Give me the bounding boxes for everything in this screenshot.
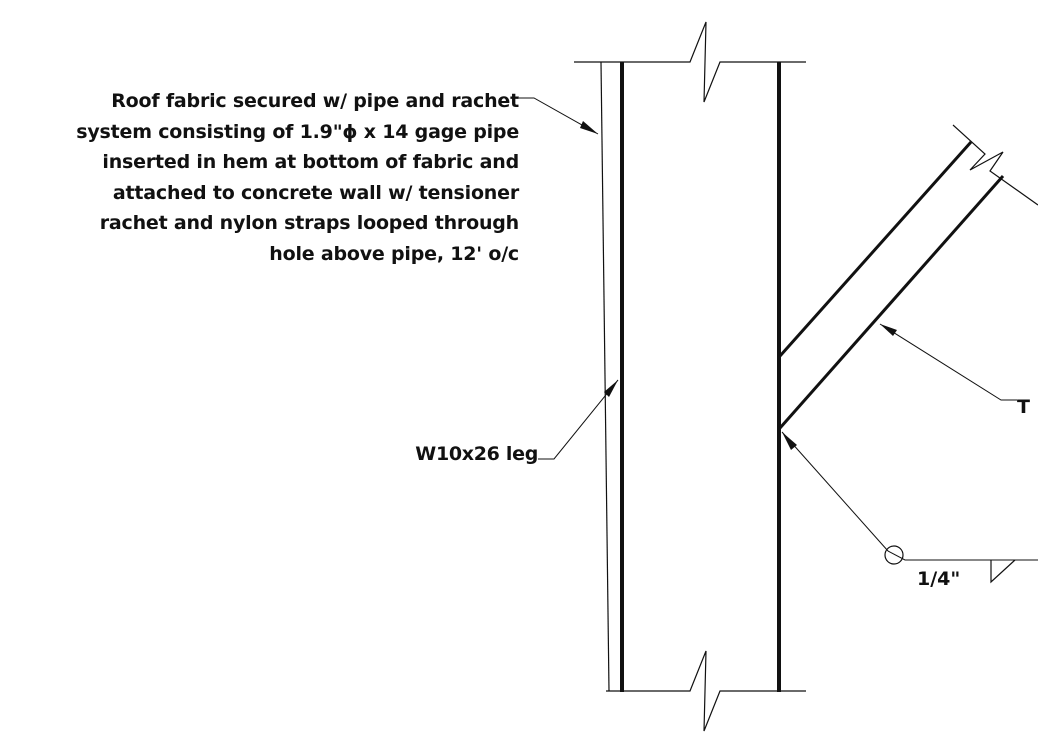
fillet-weld-symbol: [990, 559, 1016, 584]
brace-upper-edge: [778, 141, 973, 357]
weld-size-label: 1/4": [917, 568, 961, 590]
leg-arrowhead: [604, 380, 618, 397]
brace-arrowhead: [880, 324, 897, 336]
bottom-break-line: [606, 650, 806, 732]
roof-fabric-note-line: attached to concrete wall w/ tensioner: [112, 181, 519, 204]
roof-fabric-note-line: hole above pipe, 12' o/c: [269, 242, 519, 265]
roof-fabric-arrowhead: [580, 121, 598, 134]
roof-fabric-note-line: system consisting of 1.9"ɸ x 14 gage pip…: [76, 120, 519, 143]
weld-all-around-circle: [884, 545, 904, 565]
brace-break-line: [952, 124, 1038, 206]
weld-arrow-line: [781, 431, 889, 552]
leg-label: W10x26 leg: [415, 443, 538, 465]
roof-fabric-leader: [519, 97, 599, 135]
brace-leader: [879, 323, 1017, 401]
roof-fabric-note-line: rachet and nylon straps looped through: [99, 212, 519, 234]
roof-fabric-note-line: Roof fabric secured w/ pipe and rachet: [111, 90, 519, 112]
top-break-line: [574, 21, 806, 103]
weld-leader: [887, 550, 1038, 561]
roof-fabric-note-line: inserted in hem at bottom of fabric and: [102, 151, 519, 173]
brace-label-cutoff: T: [1017, 398, 1030, 417]
brace-lower-edge: [778, 175, 1005, 429]
roof-fabric-line: [600, 61, 610, 692]
roof-fabric-note: Roof fabric secured w/ pipe and rachet s…: [76, 86, 519, 269]
leg-leader: [538, 379, 619, 460]
weld-arrowhead: [782, 432, 797, 450]
